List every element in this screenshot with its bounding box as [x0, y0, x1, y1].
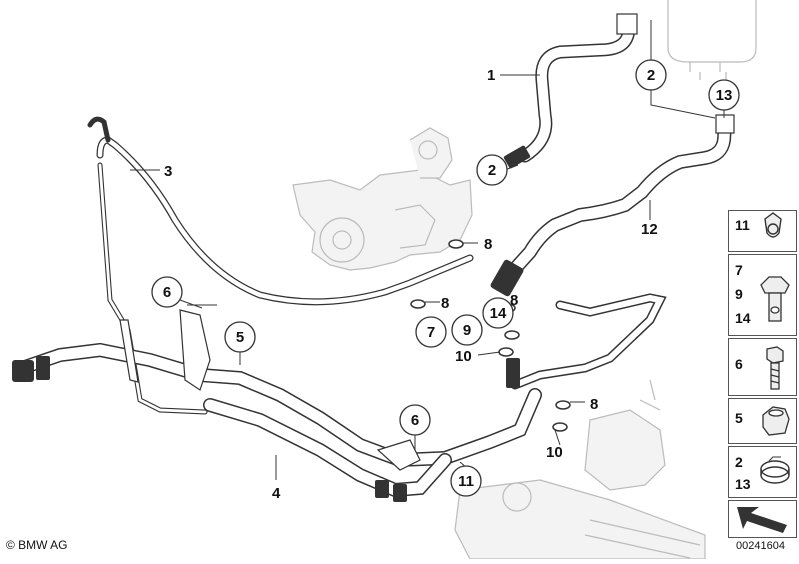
steering-gear-drawing: [454, 379, 706, 560]
legend-hex-nut: 5: [728, 398, 797, 444]
reference-line: [650, 20, 716, 119]
legend-label: 9: [735, 286, 743, 302]
reservoir-drawing: [667, 0, 757, 80]
callout-6: 6: [411, 412, 419, 429]
callout-9: 9: [463, 322, 471, 339]
legend-hose-clamp: 2 13: [728, 446, 797, 498]
hose-1: [518, 13, 635, 163]
legend-label: 6: [735, 356, 743, 372]
callout-7: 7: [427, 324, 435, 341]
hex-nut-icon: [762, 406, 790, 436]
callout-11: 11: [458, 473, 474, 490]
hose-end-fittings: [12, 145, 531, 502]
legend-label: 7: [735, 262, 743, 278]
callout-6: 6: [163, 284, 171, 301]
document-id: 00241604: [736, 540, 785, 552]
callout-3: 3: [164, 163, 172, 180]
legend-clip: 11: [728, 210, 797, 252]
callout-2: 2: [647, 67, 655, 84]
legend-label: 2: [735, 454, 743, 470]
callout-8: 8: [590, 396, 598, 413]
callout-2: 2: [488, 162, 496, 179]
legend-label: 14: [735, 310, 751, 326]
legend-label: 11: [735, 217, 750, 233]
bracket-6: [119, 309, 421, 471]
callout-8: 8: [484, 236, 492, 253]
legend-hex-bolt: 6: [728, 338, 797, 396]
legend-direction-arrow: [728, 500, 797, 538]
callout-10: 10: [455, 348, 472, 365]
hose-clip-icon: [764, 212, 782, 238]
callout-1: 1: [487, 67, 495, 84]
leader-lines: [130, 74, 725, 480]
callout-14: 14: [490, 305, 507, 322]
hose-3: [87, 116, 474, 415]
callout-8: 8: [441, 295, 449, 312]
hose-12: [505, 118, 732, 279]
legend-banjo-bolt: 7 9 14: [728, 254, 797, 336]
power-steering-pump-drawing: [292, 127, 473, 271]
callout-4: 4: [272, 485, 281, 502]
hose-clamp-icon: [760, 456, 790, 484]
legend-label: 5: [735, 410, 743, 426]
callout-8: 8: [510, 292, 518, 309]
legend-label: 13: [735, 476, 751, 492]
hex-bolt-icon: [766, 346, 784, 390]
circled-callouts: [151, 59, 740, 497]
hose-4: [15, 293, 667, 498]
callout-5: 5: [236, 329, 244, 346]
callout-10: 10: [546, 444, 563, 461]
copyright: © BMW AG: [6, 538, 68, 552]
callout-12: 12: [641, 221, 658, 238]
banjo-bolt-icon: [760, 276, 790, 322]
callout-13: 13: [716, 87, 733, 104]
direction-arrow-icon: [737, 507, 787, 533]
